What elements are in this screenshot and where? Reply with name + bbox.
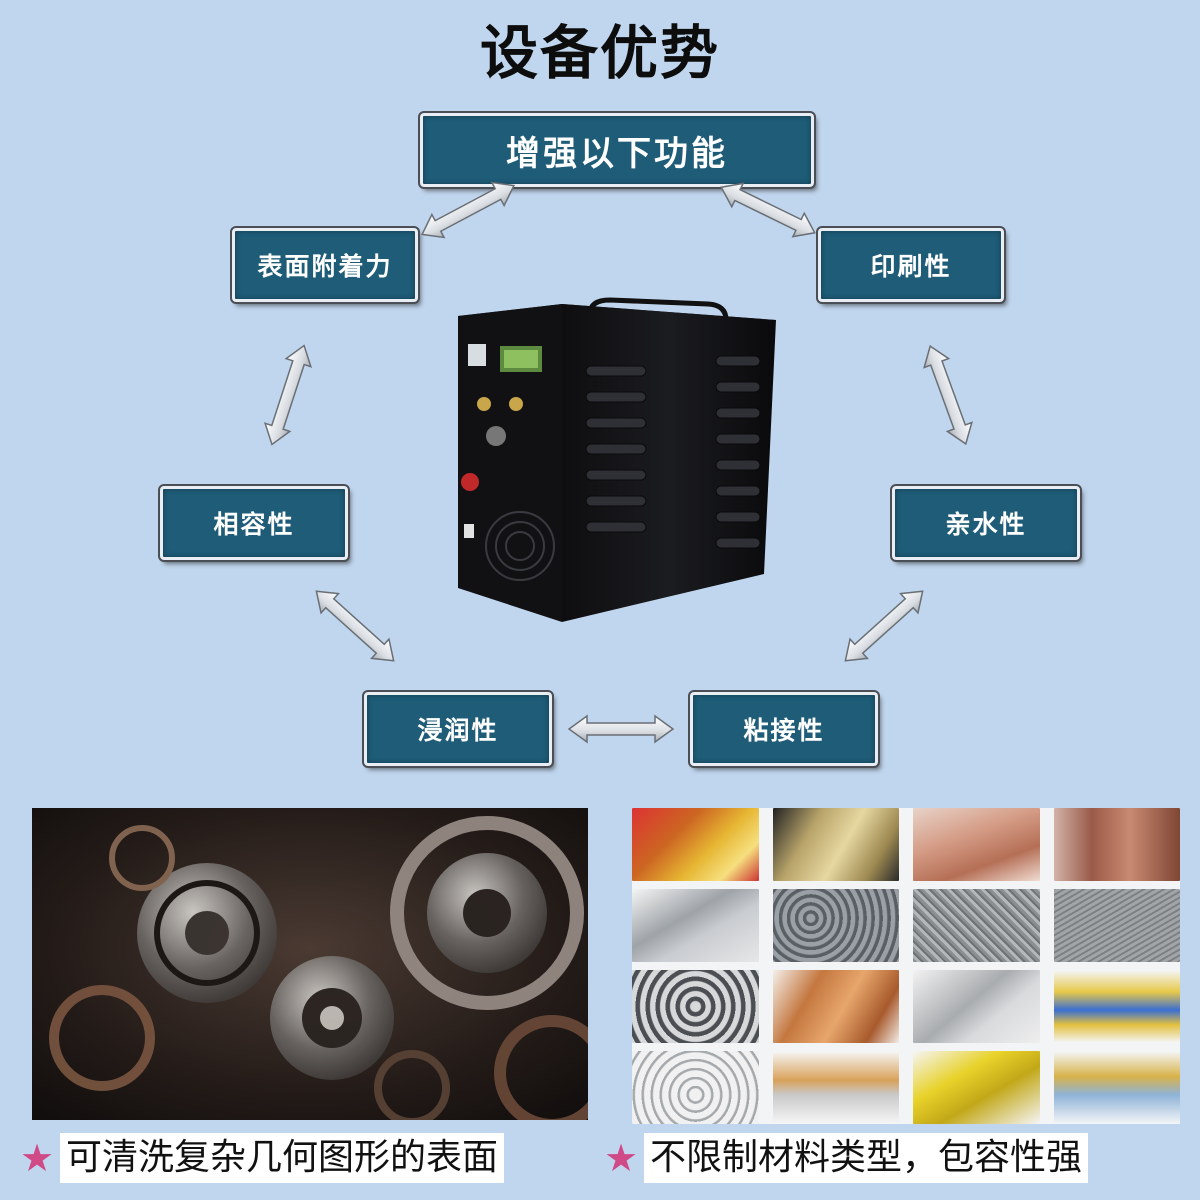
star-icon: ★: [19, 1136, 55, 1180]
gold-wire-image: [913, 1051, 1040, 1124]
feature-box-wettability: 浸润性: [362, 690, 554, 768]
steel-rings-image: [632, 1051, 759, 1124]
feature-box-hydrophilicity: 亲水性: [890, 484, 1082, 562]
feature-label: 亲水性: [945, 510, 1027, 539]
materials-grid: [632, 808, 1180, 1124]
brass-rods-image: [772, 808, 899, 881]
star-icon: ★: [603, 1136, 639, 1180]
double-arrow-icon: [306, 580, 404, 672]
feature-box-compatibility: 相容性: [158, 484, 350, 562]
feature-box-printability: 印刷性: [816, 226, 1006, 304]
double-arrow-icon: [568, 715, 674, 743]
feature-label: 粘接性: [743, 716, 825, 745]
metal-balls-image: [632, 970, 759, 1043]
gold-bars-image: [632, 808, 759, 881]
page-title: 设备优势: [479, 19, 720, 87]
steel-tubes-image: [632, 889, 759, 962]
feature-box-bondability: 粘接性: [688, 690, 880, 768]
feature-label: 表面附着力: [257, 252, 393, 281]
metal-powder-image: [1053, 889, 1180, 962]
feature-label: 相容性: [213, 510, 295, 539]
device-image: [458, 297, 776, 622]
caption-text: 不限制材料类型，包容性强: [644, 1133, 1089, 1183]
copper-coils-image: [772, 970, 899, 1043]
double-arrow-icon: [917, 340, 979, 450]
feature-box-enhance: 增强以下功能: [418, 111, 816, 189]
copper-bars-image: [1053, 808, 1180, 881]
caption-left: ★ 可清洗复杂几何图形的表面: [14, 1132, 505, 1184]
caption-right: ★ 不限制材料类型，包容性强: [598, 1132, 1089, 1184]
caption-text: 可清洗复杂几何图形的表面: [60, 1133, 505, 1183]
feature-label: 浸润性: [417, 716, 499, 745]
steel-foil-image: [913, 970, 1040, 1043]
double-arrow-icon: [258, 340, 318, 450]
wire-spools-image: [1053, 970, 1180, 1043]
enamel-wire-image: [1053, 1051, 1180, 1124]
feature-label: 印刷性: [870, 252, 952, 281]
copper-rods-image: [913, 808, 1040, 881]
feature-box-surface-adhesion: 表面附着力: [230, 226, 420, 304]
feature-label: 增强以下功能: [506, 133, 728, 174]
wire-reels-image: [772, 1051, 899, 1124]
gears-photo: [32, 808, 588, 1120]
double-arrow-icon: [835, 580, 933, 672]
metal-granules-image: [913, 889, 1040, 962]
metal-pellets-image: [772, 889, 899, 962]
